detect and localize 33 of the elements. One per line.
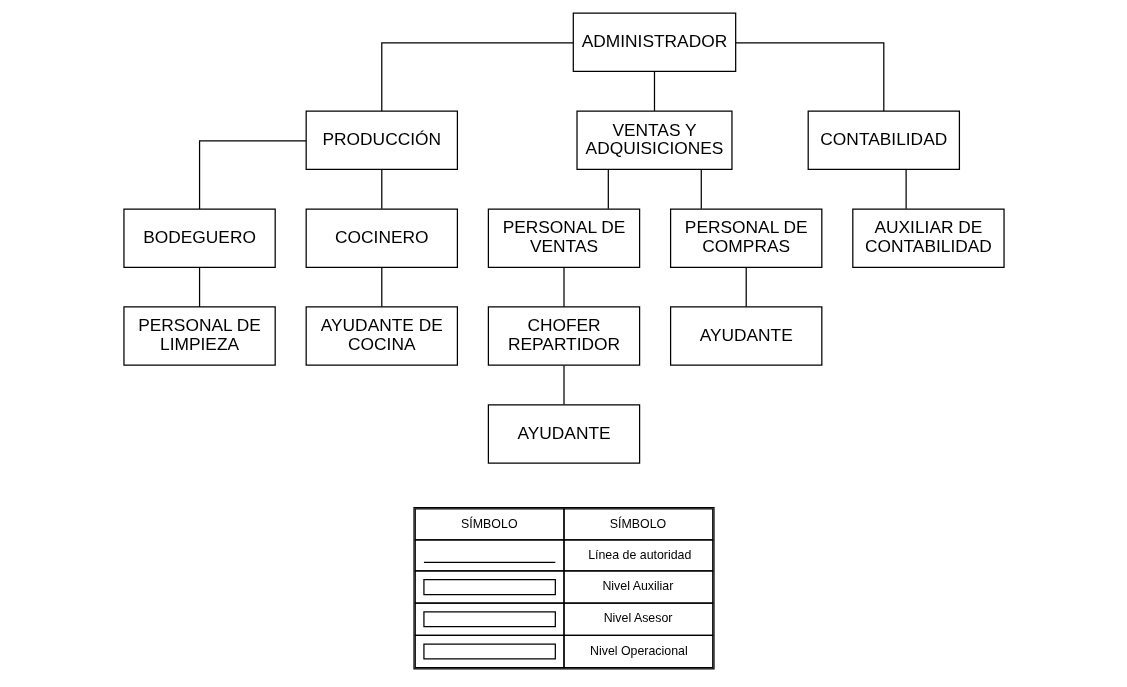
node-box: PERSONAL DE COMPRAS: [669, 208, 822, 268]
label: SÍMBOLO: [609, 516, 666, 531]
node-box: CHOFER REPARTIDOR: [487, 306, 640, 366]
connector: [198, 140, 307, 210]
connector: [380, 266, 382, 308]
node-box: AYUDANTE DE COCINA: [305, 306, 458, 366]
node-box: ADMINISTRADOR: [572, 12, 736, 73]
legend-label: Línea de autoridad: [587, 547, 691, 562]
legend-label: Nivel Operacional: [589, 643, 688, 658]
connector: [380, 42, 574, 112]
node-box: AYUDANTE: [487, 404, 640, 464]
label: SÍMBOLO: [460, 516, 518, 531]
legend-label: Nivel Auxiliar: [601, 579, 673, 594]
node-box: AYUDANTE: [669, 306, 822, 366]
node-box: PRODUCCIÓN: [305, 110, 458, 170]
node-box: COCINERO: [305, 208, 458, 268]
node-box: BODEGUERO: [122, 208, 276, 268]
node-box: PERSONAL DE LIMPIEZA: [122, 306, 276, 366]
connector: [607, 168, 609, 210]
node-box: PERSONAL DE VENTAS: [487, 208, 640, 268]
connector: [653, 71, 655, 112]
connector: [745, 266, 747, 308]
connector: [380, 168, 382, 210]
node-box: CONTABILIDAD: [807, 110, 960, 170]
legend-label: Nivel Asesor: [603, 611, 672, 626]
connector: [905, 168, 907, 210]
connector: [734, 42, 884, 112]
connector: [562, 266, 565, 308]
node-box: AUXILIAR DE CONTABILIDAD: [851, 208, 1005, 268]
connector: [700, 168, 702, 210]
connector: [198, 266, 200, 308]
node-box: VENTAS Y ADQUISICIONES: [575, 110, 733, 170]
connector: [562, 364, 565, 406]
